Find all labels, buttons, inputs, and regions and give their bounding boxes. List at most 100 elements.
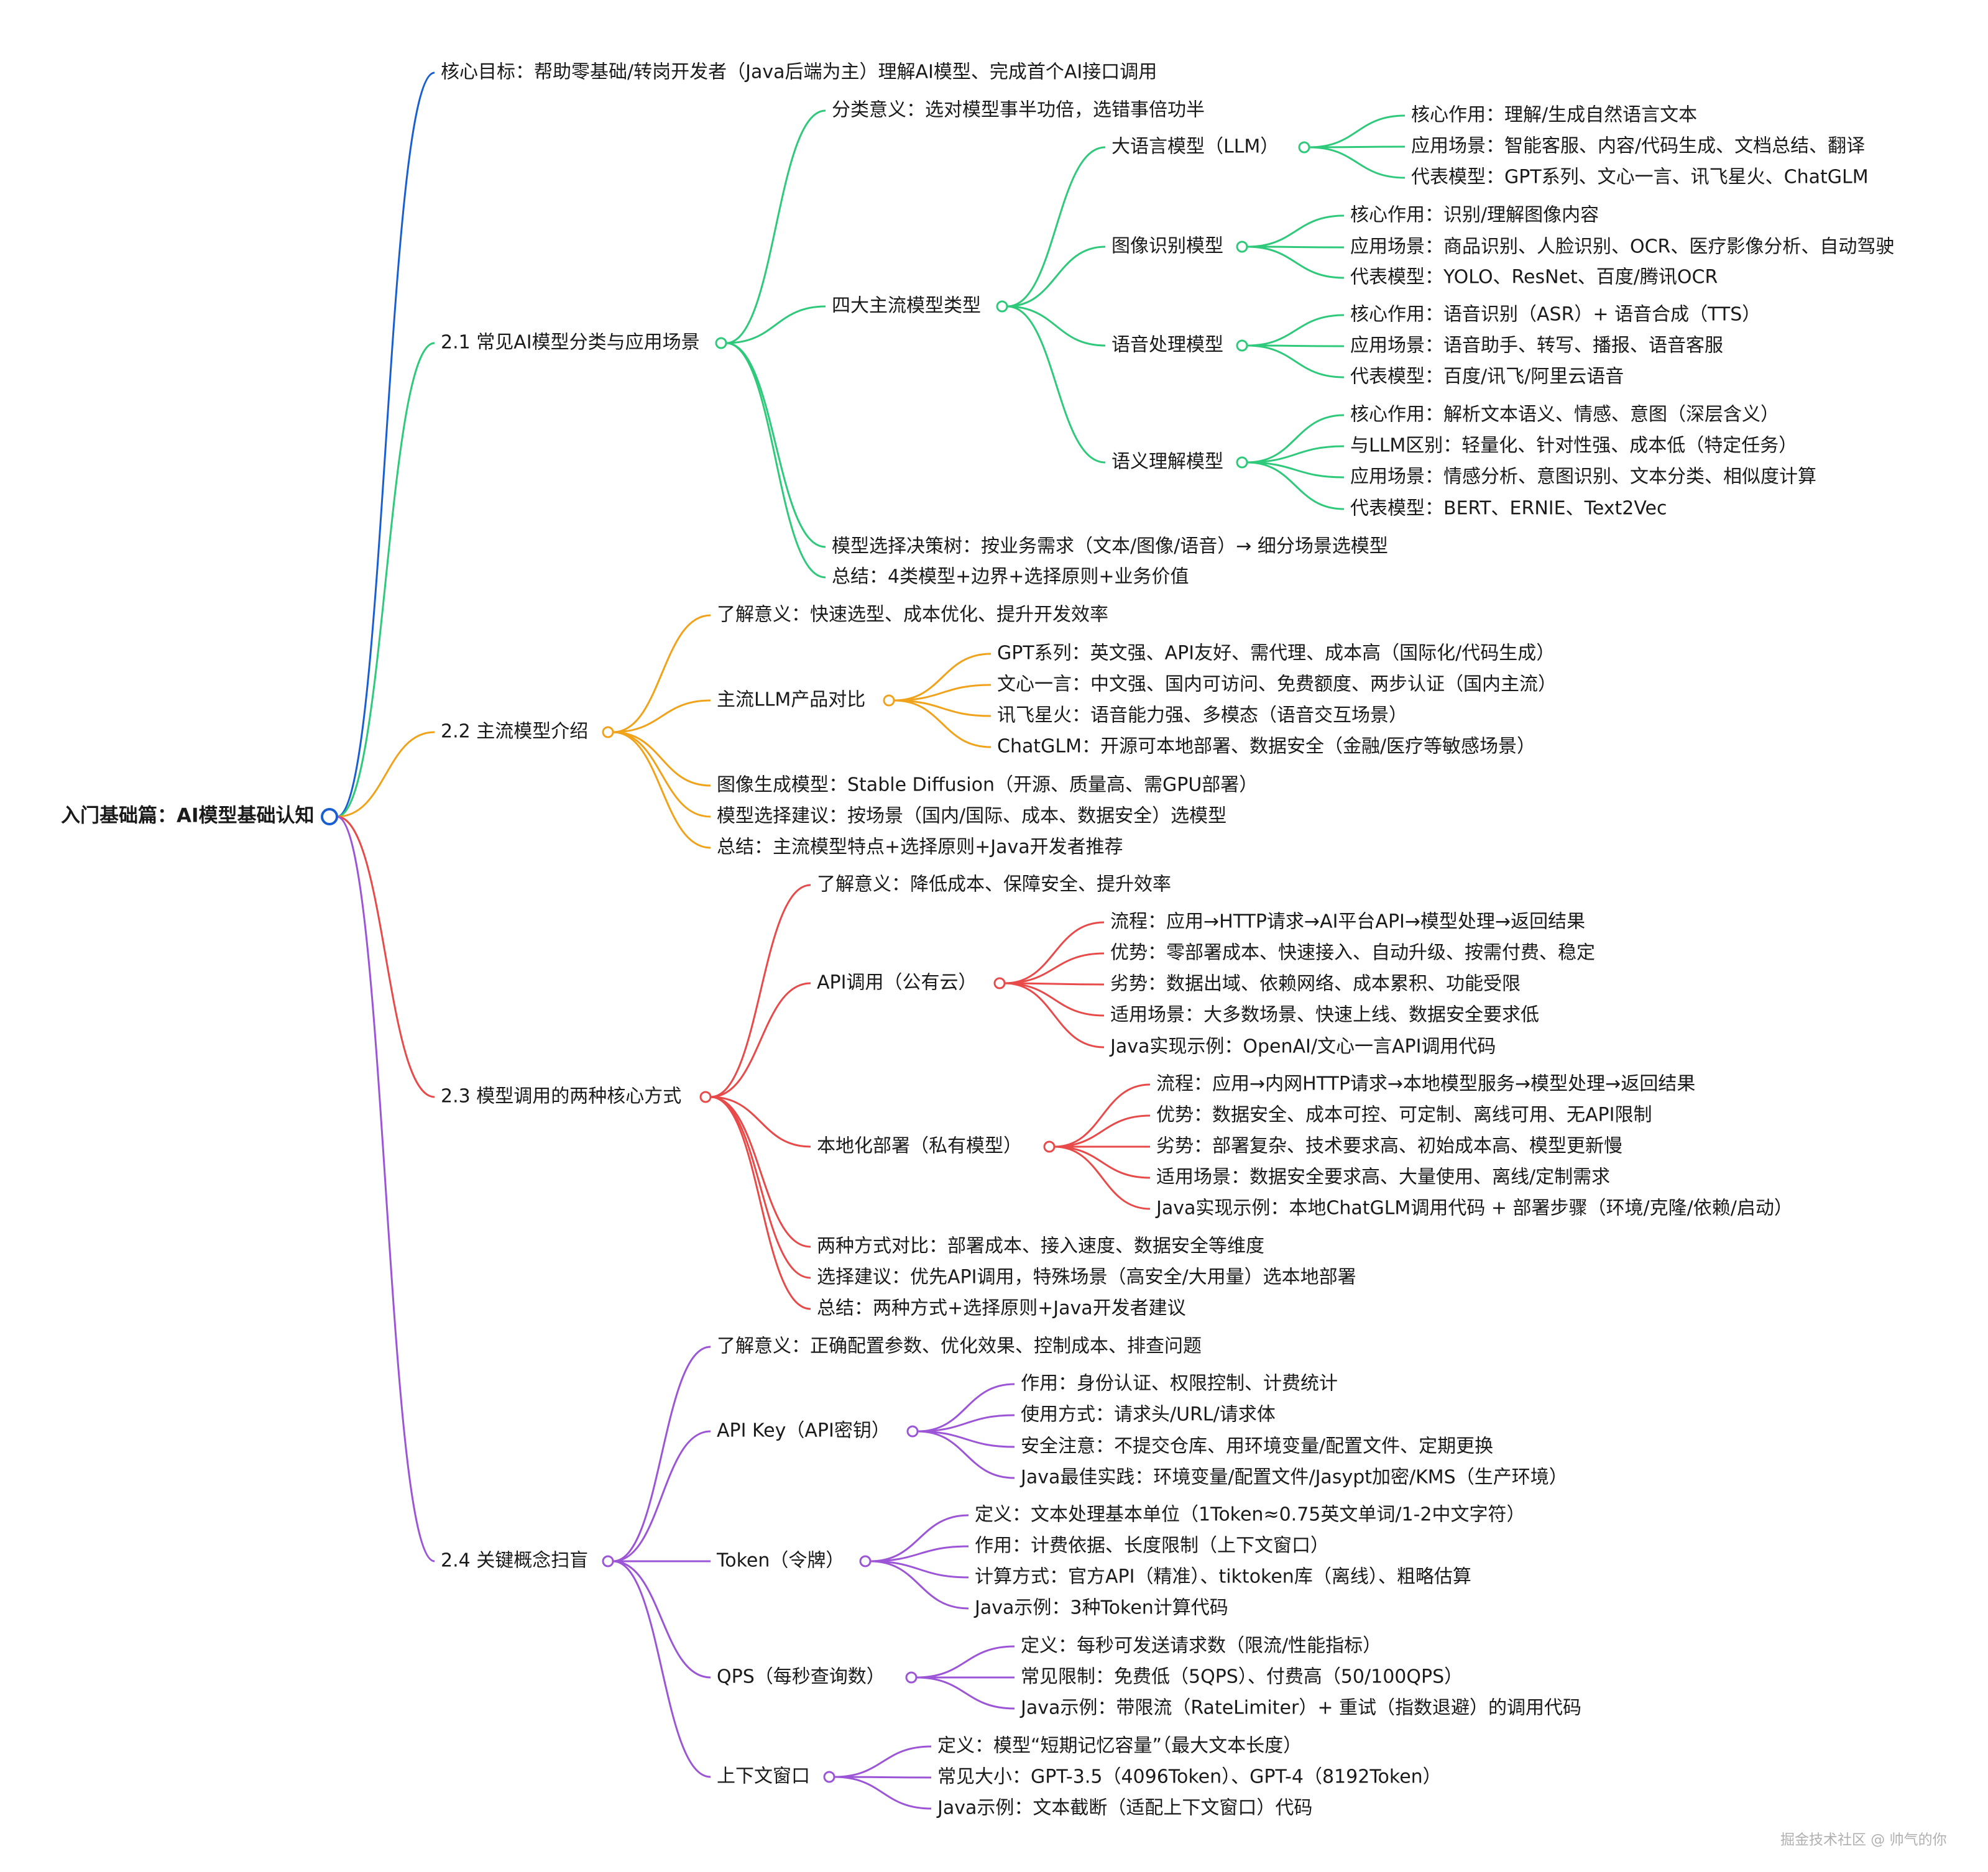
connector-line bbox=[1054, 1083, 1151, 1148]
collapse-toggle[interactable] bbox=[699, 1091, 712, 1103]
connector-line bbox=[1309, 114, 1406, 149]
subtopic: 总结：主流模型特点+选择原则+Java开发者推荐 bbox=[717, 837, 1123, 858]
collapse-toggle[interactable] bbox=[1236, 456, 1248, 469]
connector-line bbox=[1006, 305, 1106, 464]
connector-line bbox=[1246, 414, 1345, 464]
root-collapse-toggle[interactable] bbox=[321, 808, 338, 825]
collapse-toggle[interactable] bbox=[1236, 241, 1248, 253]
branch-topic: 2.3 模型调用的两种核心方式 bbox=[441, 1086, 681, 1108]
connector-line bbox=[612, 1560, 711, 1778]
subtopic-item: Java最佳实践：环境变量/配置文件/Jasypt加密/KMS（生产环境） bbox=[1019, 1467, 1568, 1489]
subtopic-item: Java示例：3种Token计算代码 bbox=[973, 1597, 1228, 1619]
connector-line bbox=[1004, 982, 1105, 986]
leaf-item: 核心作用：识别/理解图像内容 bbox=[1350, 204, 1599, 226]
collapse-toggle[interactable] bbox=[996, 300, 1008, 313]
leaf-item: 与LLM区别：轻量化、针对性强、成本低（特定任务） bbox=[1350, 435, 1797, 457]
leaf-item: 核心作用：解析文本语义、情感、意图（深层含义） bbox=[1350, 404, 1779, 426]
connector-line bbox=[725, 109, 826, 344]
branch-topic: 2.4 关键概念扫盲 bbox=[441, 1550, 588, 1572]
collapse-toggle[interactable] bbox=[859, 1555, 872, 1567]
connector-line bbox=[834, 1776, 932, 1779]
subtopic-item: 常见大小：GPT-3.5（4096Token）、GPT-4（8192Token） bbox=[937, 1766, 1442, 1788]
connector-line bbox=[1246, 314, 1345, 347]
subtopic-item: Java示例：带限流（RateLimiter）+ 重试（指数退避）的调用代码 bbox=[1019, 1697, 1581, 1719]
subtopic: 选择建议：优先API调用，特殊场景（高安全/大用量）选本地部署 bbox=[817, 1267, 1356, 1288]
leaf-item: 代表模型：百度/讯飞/阿里云语音 bbox=[1350, 366, 1624, 388]
connector-line bbox=[893, 699, 992, 717]
subtopic: 了解意义：快速选型、成本优化、提升开发效率 bbox=[717, 604, 1108, 626]
connector-line bbox=[1006, 245, 1106, 308]
connector-line bbox=[1054, 1145, 1151, 1179]
collapse-toggle[interactable] bbox=[1298, 141, 1310, 154]
subtopic-item: 定义：文本处理基本单位（1Token≈0.75英文单词/1-2中文字符） bbox=[975, 1504, 1525, 1526]
subtopic: 总结：两种方式+选择原则+Java开发者建议 bbox=[817, 1298, 1186, 1319]
connector-line bbox=[916, 1645, 1015, 1679]
subtopic-item: 计算方式：官方API（精准）、tiktoken库（离线）、粗略估算 bbox=[975, 1566, 1471, 1588]
subtopic-item: 使用方式：请求头/URL/请求体 bbox=[1021, 1404, 1276, 1426]
subtopic-item: 讯飞星火：语音能力强、多模态（语音交互场景） bbox=[997, 705, 1407, 727]
connector-line bbox=[1246, 214, 1345, 248]
subtopic-item: 优势：数据安全、成本可控、可定制、离线可用、无API限制 bbox=[1156, 1104, 1652, 1126]
subtopic-item: Java实现示例：OpenAI/文心一言API调用代码 bbox=[1109, 1036, 1496, 1058]
connector-line bbox=[1309, 146, 1406, 179]
leaf-item: 核心作用：语音识别（ASR）+ 语音合成（TTS） bbox=[1350, 304, 1760, 326]
mind-map-nodes: 入门基础篇：AI模型基础认知核心目标：帮助零基础/转岗开发者（Java后端为主）… bbox=[61, 62, 1894, 1819]
subtopic-item: Java实现示例：本地ChatGLM调用代码 + 部署步骤（环境/克隆/依赖/启… bbox=[1155, 1198, 1793, 1219]
connector-line bbox=[917, 1414, 1015, 1433]
subtopic-item: 文心一言：中文强、国内可访问、免费额度、两步认证（国内主流） bbox=[997, 674, 1557, 695]
collapse-toggle[interactable] bbox=[715, 337, 727, 349]
subtopic-item: 安全注意：不提交仓库、用环境变量/配置文件、定期更换 bbox=[1021, 1436, 1493, 1457]
connector-line bbox=[917, 1383, 1015, 1433]
connector-line bbox=[612, 1430, 711, 1562]
subtopic-item: 作用：计费依据、长度限制（上下文窗口） bbox=[975, 1535, 1329, 1557]
connector-line bbox=[612, 731, 711, 818]
connector-line bbox=[917, 1430, 1015, 1479]
connector-line bbox=[893, 684, 992, 702]
subtopic-item: 图像识别模型 bbox=[1111, 236, 1223, 257]
connector-line bbox=[917, 1430, 1015, 1448]
subtopic: 总结：4类模型+边界+选择原则+业务价值 bbox=[832, 566, 1189, 588]
subtopic: API调用（公有云） bbox=[817, 972, 977, 994]
connector-line bbox=[1246, 461, 1345, 479]
connector-line bbox=[834, 1745, 932, 1778]
watermark: 掘金技术社区 @ 帅气的你 bbox=[1780, 1832, 1947, 1848]
connector-line bbox=[725, 342, 826, 579]
collapse-toggle[interactable] bbox=[883, 694, 895, 707]
branch-topic: 核心目标：帮助零基础/转岗开发者（Java后端为主）理解AI模型、完成首个AI接… bbox=[441, 62, 1157, 83]
collapse-toggle[interactable] bbox=[906, 1425, 919, 1438]
subtopic: 图像生成模型：Stable Diffusion（开源、质量高、需GPU部署） bbox=[717, 774, 1258, 796]
collapse-toggle[interactable] bbox=[1043, 1140, 1056, 1153]
connector-line bbox=[1006, 146, 1106, 308]
subtopic-item: 流程：应用→内网HTTP请求→本地模型服务→模型处理→返回结果 bbox=[1156, 1073, 1695, 1095]
collapse-toggle[interactable] bbox=[602, 1555, 614, 1567]
subtopic-item: Java示例：文本截断（适配上下文窗口）代码 bbox=[936, 1797, 1312, 1819]
connector-line bbox=[710, 1096, 811, 1148]
collapse-toggle[interactable] bbox=[905, 1671, 918, 1684]
collapse-toggle[interactable] bbox=[1236, 339, 1248, 352]
connector-line bbox=[870, 1514, 969, 1562]
subtopic: QPS（每秒查询数） bbox=[717, 1666, 885, 1688]
collapse-toggle[interactable] bbox=[823, 1771, 835, 1783]
connector-line bbox=[893, 699, 992, 748]
collapse-toggle[interactable] bbox=[602, 726, 614, 738]
subtopic: 分类意义：选对模型事半功倍，选错事倍功半 bbox=[832, 99, 1205, 121]
connector-line bbox=[870, 1560, 969, 1579]
connector-line bbox=[1246, 245, 1345, 279]
subtopic: 本地化部署（私有模型） bbox=[817, 1136, 1022, 1157]
subtopic-item: ChatGLM：开源可本地部署、数据安全（金融/医疗等敏感场景） bbox=[997, 736, 1535, 758]
connector-line bbox=[1004, 952, 1105, 984]
subtopic-item: 定义：每秒可发送请求数（限流/性能指标） bbox=[1021, 1635, 1381, 1657]
collapse-toggle[interactable] bbox=[993, 977, 1006, 989]
connector-line bbox=[834, 1776, 932, 1810]
connector-line bbox=[336, 731, 435, 818]
subtopic-item: 语音处理模型 bbox=[1111, 334, 1223, 356]
subtopic-item: GPT系列：英文强、API友好、需代理、成本高（国际化/代码生成） bbox=[997, 643, 1555, 664]
connector-line bbox=[916, 1676, 1015, 1710]
leaf-item: 应用场景：商品识别、人脸识别、OCR、医疗影像分析、自动驾驶 bbox=[1350, 236, 1894, 258]
subtopic-item: 定义：模型“短期记忆容量”（最大文本长度） bbox=[937, 1735, 1302, 1757]
connector-line bbox=[1004, 982, 1105, 1017]
leaf-item: 代表模型：GPT系列、文心一言、讯飞星火、ChatGLM bbox=[1411, 167, 1869, 188]
connector-line bbox=[336, 815, 435, 1098]
connector-line bbox=[725, 342, 826, 548]
